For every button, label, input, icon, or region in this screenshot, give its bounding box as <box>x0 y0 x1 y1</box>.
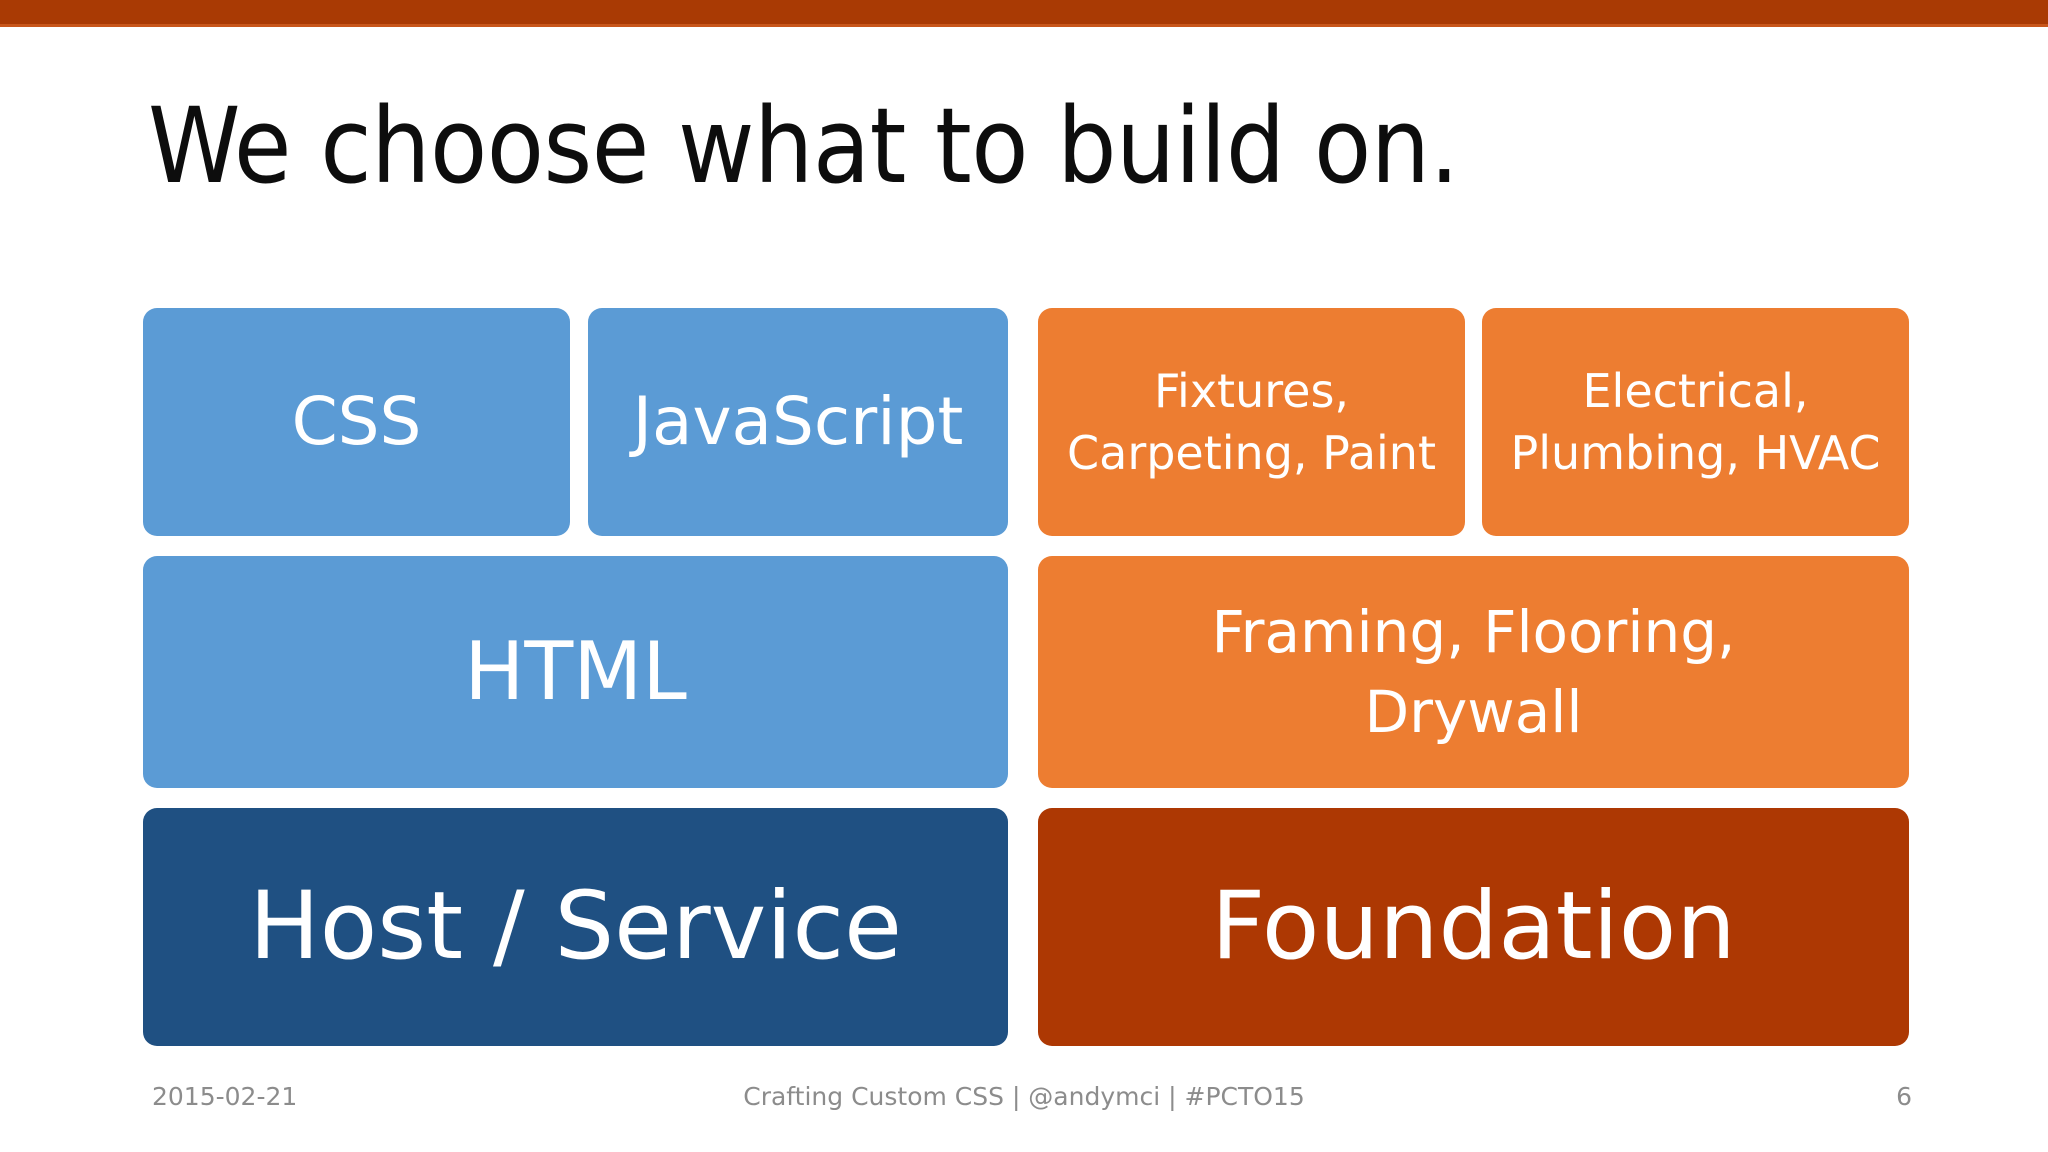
page-title: We choose what to build on. <box>148 85 1459 207</box>
footer-date: 2015-02-21 <box>152 1082 298 1111</box>
stack-box-host-service-label: Host / Service <box>249 872 902 981</box>
stack-box-css-label: CSS <box>291 383 422 460</box>
slide-footer: 2015-02-21 Crafting Custom CSS | @andymc… <box>0 1082 2048 1122</box>
footer-center-text: Crafting Custom CSS | @andymci | #PCTO15 <box>743 1082 1305 1111</box>
stack-box-foundation[interactable]: Foundation <box>1038 808 1909 1046</box>
stack-box-framing[interactable]: Framing, Flooring, Drywall <box>1038 556 1909 788</box>
top-accent-bar-edge <box>0 24 2048 27</box>
stack-box-foundation-label: Foundation <box>1211 872 1736 981</box>
stack-box-html[interactable]: HTML <box>143 556 1008 788</box>
stack-box-fixtures[interactable]: Fixtures, Carpeting, Paint <box>1038 308 1465 536</box>
stack-box-css[interactable]: CSS <box>143 308 570 536</box>
stack-box-fixtures-label: Fixtures, Carpeting, Paint <box>1067 364 1436 480</box>
stack-box-javascript[interactable]: JavaScript <box>588 308 1008 536</box>
stack-box-electrical-label: Electrical, Plumbing, HVAC <box>1510 364 1881 480</box>
stack-box-host-service[interactable]: Host / Service <box>143 808 1008 1046</box>
stack-box-javascript-label: JavaScript <box>632 383 964 460</box>
top-accent-bar <box>0 0 2048 24</box>
footer-page-number: 6 <box>1896 1082 1912 1111</box>
stack-box-framing-label: Framing, Flooring, Drywall <box>1211 598 1736 746</box>
stack-box-electrical[interactable]: Electrical, Plumbing, HVAC <box>1482 308 1909 536</box>
stack-box-html-label: HTML <box>464 625 687 718</box>
